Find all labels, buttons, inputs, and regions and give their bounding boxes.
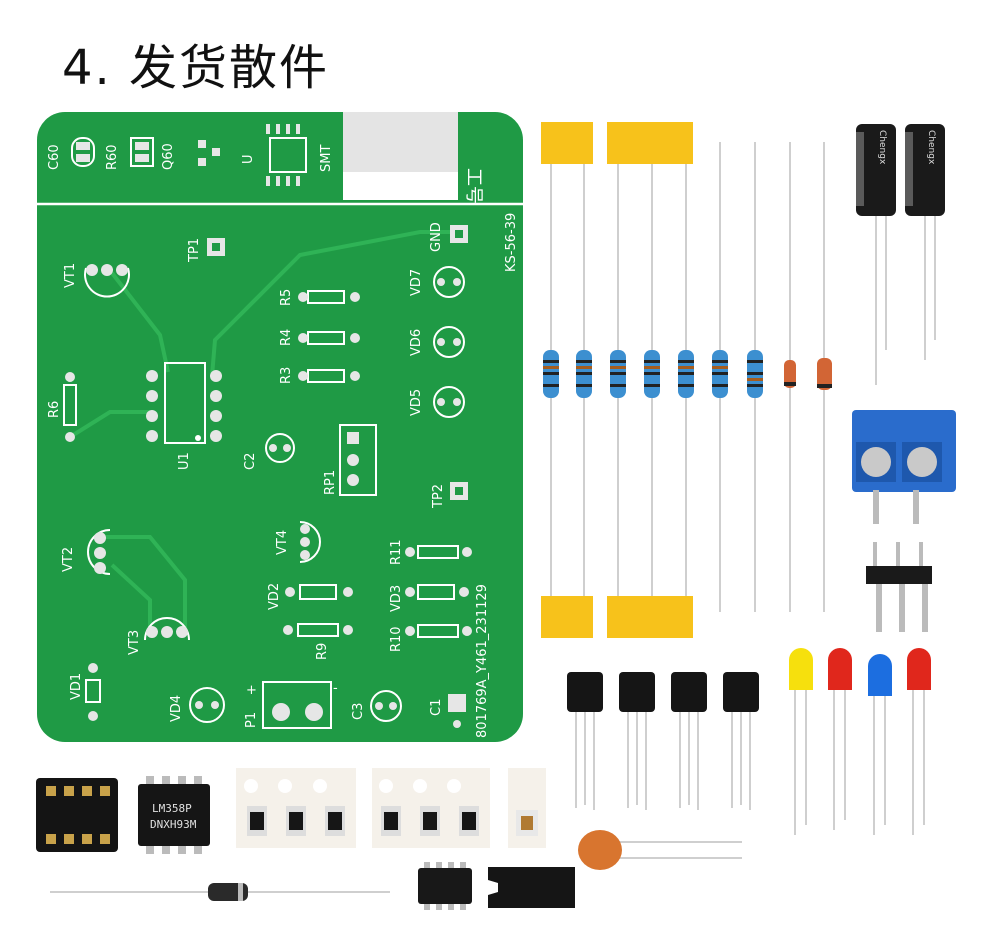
- label-vd3: VD3: [389, 585, 404, 612]
- label-r4: R4: [279, 329, 294, 346]
- label-vt1: VT1: [63, 263, 78, 288]
- label-r9: R9: [315, 643, 330, 660]
- diode-1n4148-a: [784, 360, 796, 388]
- label-u: U: [241, 154, 256, 164]
- label-p1: P1: [244, 712, 259, 728]
- resistor-bundle: [541, 122, 832, 638]
- pin-header: [866, 542, 932, 632]
- label-gnd: GND: [429, 222, 444, 252]
- label-minus: -: [333, 681, 338, 696]
- smd-resistor-strip-2: [372, 768, 490, 848]
- gonghao-label: 工号: [463, 168, 484, 204]
- label-vd2: VD2: [267, 583, 282, 610]
- page-title: 4. 发货散件: [62, 40, 330, 96]
- led-red-1: [828, 648, 852, 690]
- label-c60: C60: [47, 144, 62, 170]
- smd-capacitor-strip: [508, 768, 546, 848]
- label-c3: C3: [351, 703, 366, 720]
- label-r6: R6: [47, 401, 62, 418]
- copper-traces: [68, 230, 458, 630]
- board-serial: 801769A_Y461_231129: [475, 584, 490, 738]
- electrolytic-capacitors: Chengx Chengx: [856, 124, 945, 385]
- module-name: 呼吸控制器: [350, 181, 415, 196]
- label-c2: C2: [243, 453, 258, 470]
- soic8-chip: [418, 862, 472, 910]
- label-plus: +: [246, 683, 257, 698]
- resistor-bodies: [543, 350, 763, 398]
- label-c1: C1: [429, 699, 444, 716]
- label-vd5: VD5: [409, 389, 424, 416]
- ic-marking-2: DNXH93M: [150, 818, 197, 831]
- label-vd1: VD1: [69, 673, 84, 700]
- smd-resistor-strip-1: [236, 768, 356, 848]
- label-r3: R3: [279, 367, 294, 384]
- label-rp1: RP1: [323, 470, 338, 495]
- pcb-board: 呼吸控制器 工号 C60 R60 Q60 U SMT TP1 GND KS-56…: [37, 112, 523, 742]
- label-vt4: VT4: [275, 530, 290, 555]
- cap-brand-2: Chengx: [926, 130, 936, 165]
- label-r60: R60: [105, 144, 120, 170]
- rectifier-diode: [50, 883, 390, 901]
- diode-1n4148-b: [817, 358, 832, 390]
- ic-socket: [36, 778, 118, 852]
- board-code: KS-56-39: [504, 213, 519, 272]
- led-blue: [868, 654, 892, 696]
- label-vd4: VD4: [169, 695, 184, 722]
- ic-marking-1: LM358P: [152, 802, 192, 815]
- led-yellow: [789, 648, 813, 690]
- label-r11: R11: [389, 539, 404, 565]
- label-tp2: TP2: [431, 484, 446, 509]
- leds: [789, 648, 931, 835]
- ceramic-capacitor: [578, 830, 742, 870]
- transistors: [567, 672, 759, 810]
- lm358-chip: LM358P DNXH93M: [138, 776, 210, 854]
- label-vt3: VT3: [127, 630, 142, 655]
- label-r10: R10: [389, 626, 404, 652]
- label-tp1: TP1: [187, 238, 202, 263]
- label-smt: SMT: [319, 145, 334, 172]
- label-vd6: VD6: [409, 329, 424, 356]
- label-u1: U1: [177, 452, 192, 470]
- label-r5: R5: [279, 289, 294, 306]
- screw-terminal: [852, 410, 956, 524]
- led-red-2: [907, 648, 931, 690]
- smd-potentiometer: [488, 867, 575, 908]
- label-vd7: VD7: [409, 269, 424, 296]
- cap-brand-1: Chengx: [877, 130, 887, 165]
- label-q60: Q60: [161, 143, 176, 170]
- label-vt2: VT2: [61, 547, 76, 572]
